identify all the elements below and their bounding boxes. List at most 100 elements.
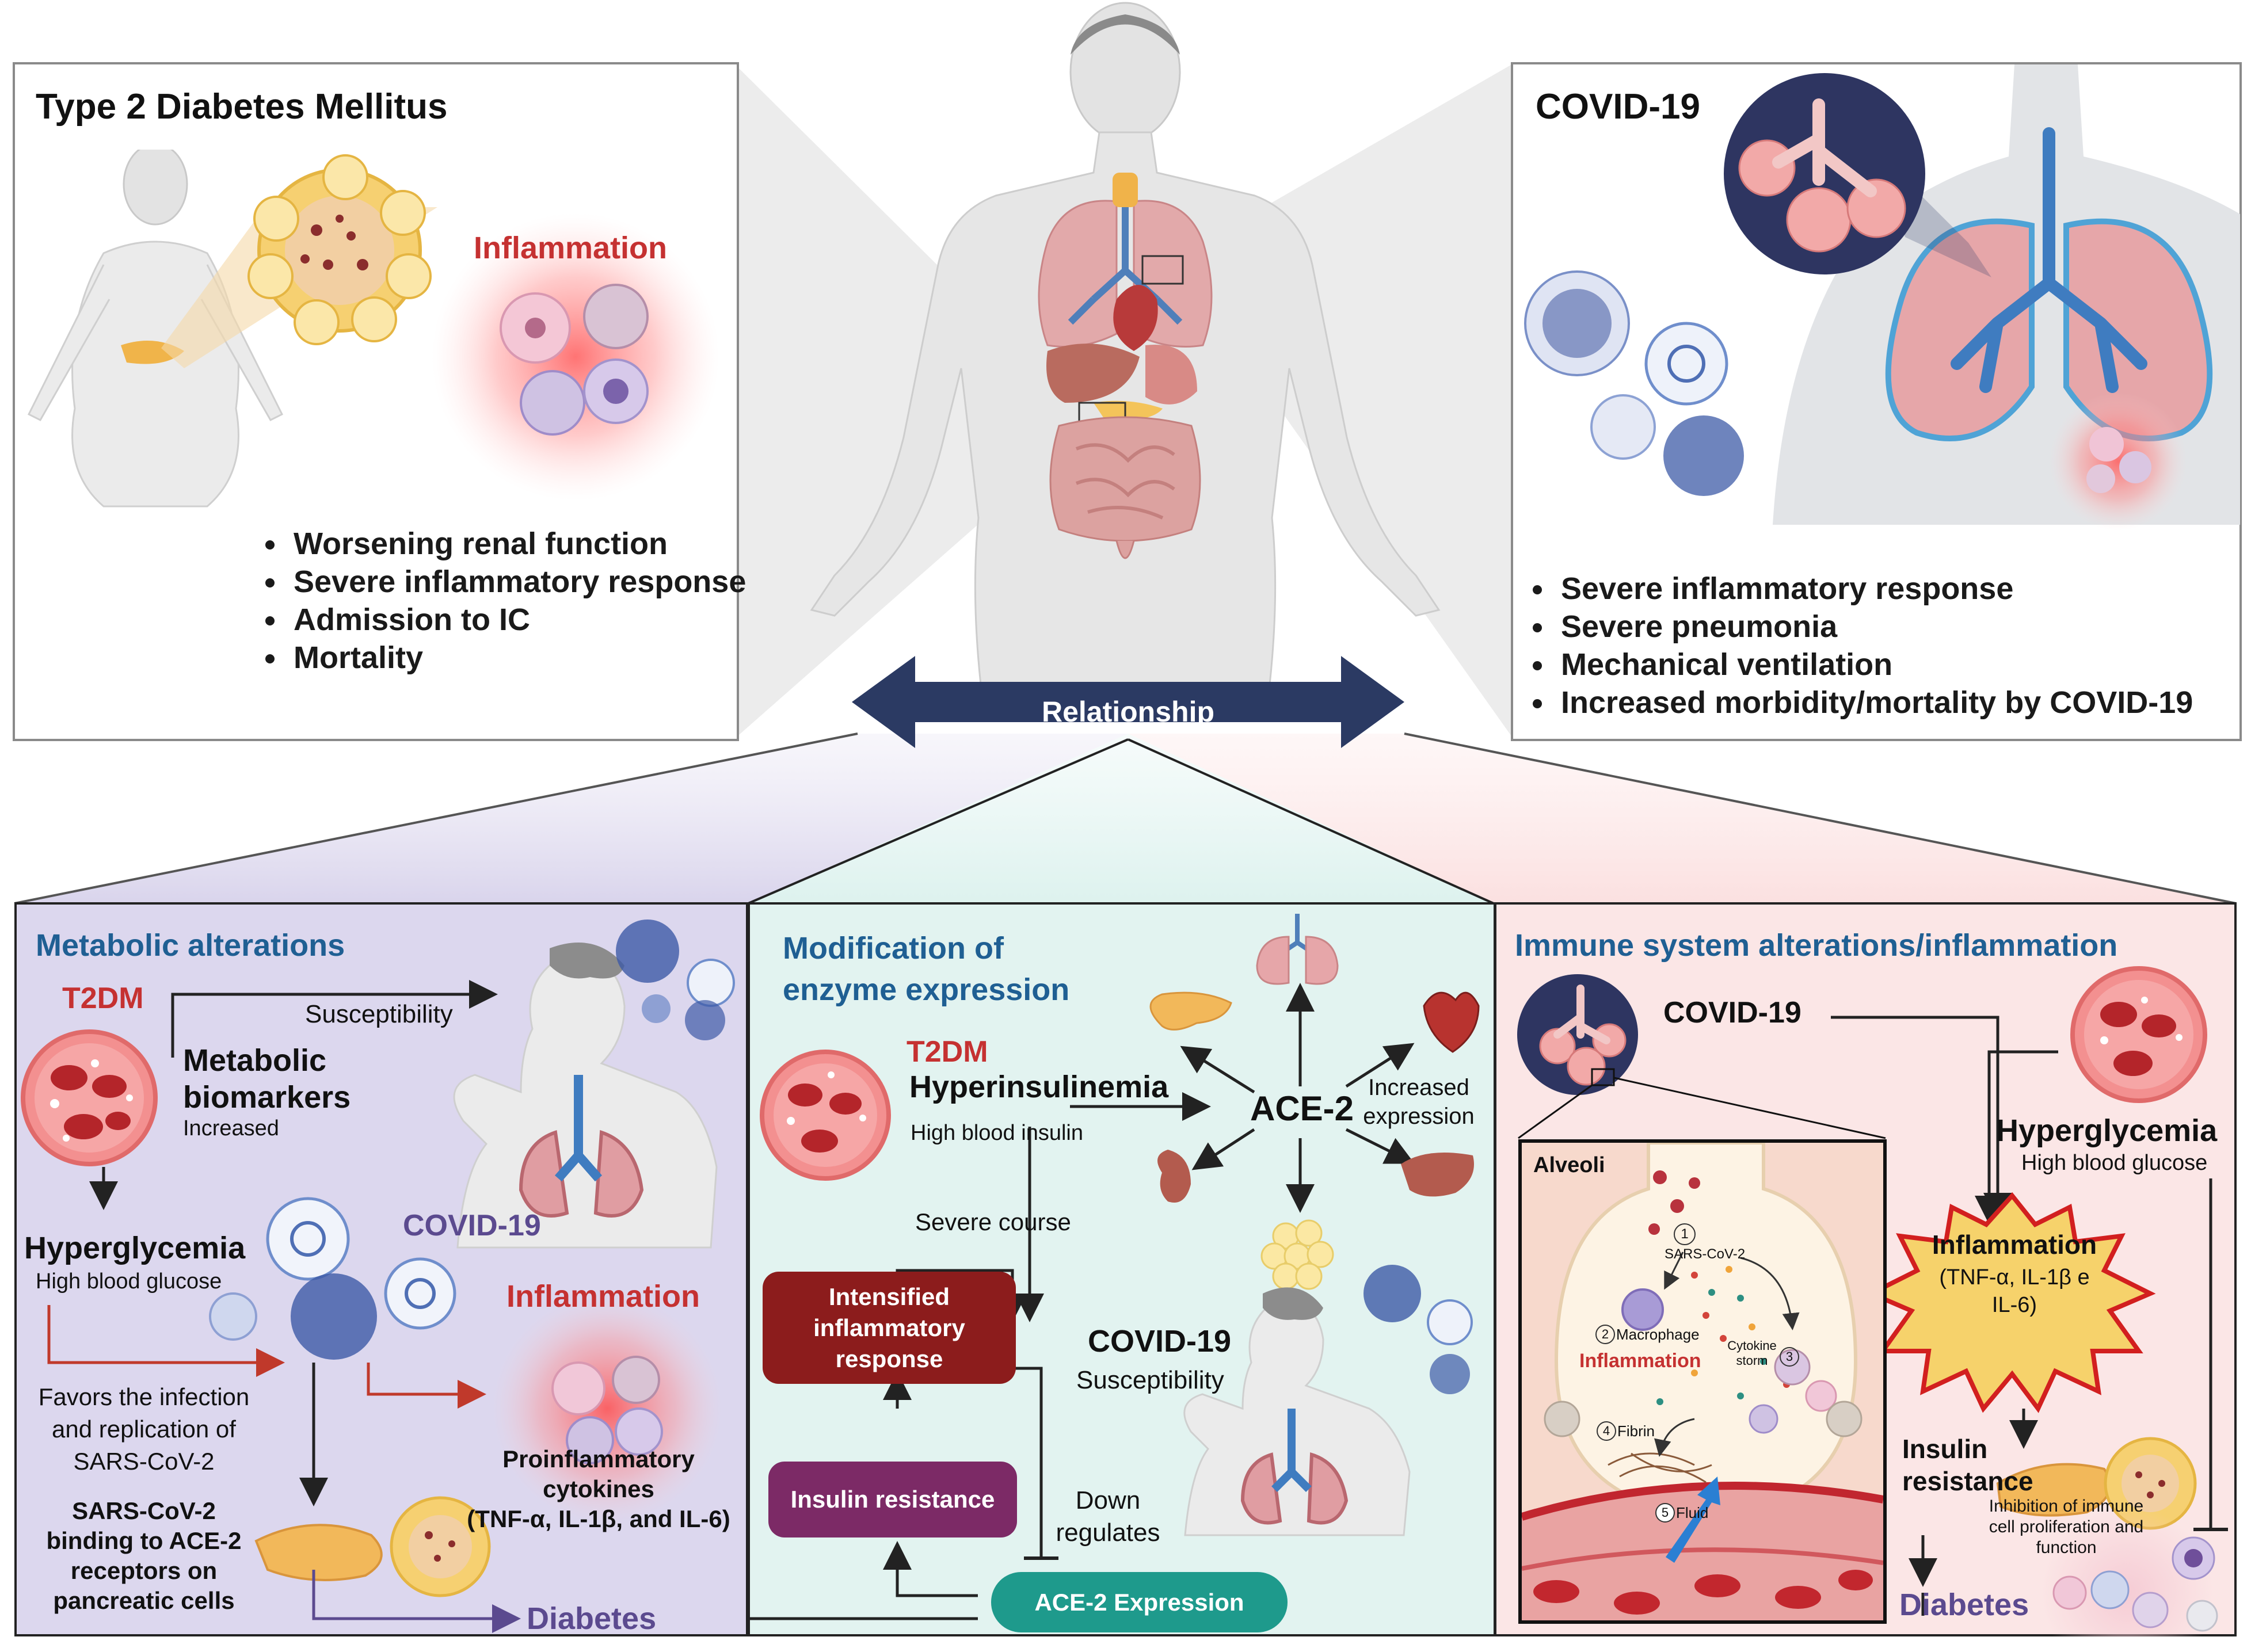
enzyme-title-line: enzyme expression bbox=[783, 972, 1070, 1007]
step-4-badge: 4 bbox=[1597, 1421, 1616, 1441]
ace2-label: ACE-2 bbox=[1250, 1089, 1354, 1128]
metabolic-binding-text: SARS-CoV-2 binding to ACE-2 receptors on… bbox=[23, 1496, 265, 1616]
down-regulates-line: Down bbox=[1075, 1486, 1141, 1514]
coughing-man bbox=[1183, 1298, 1411, 1536]
immune-diabetes-label: Diabetes bbox=[1899, 1588, 2029, 1622]
lung-icon bbox=[1256, 914, 1339, 985]
metabolic-binding-line: binding to ACE-2 bbox=[46, 1527, 242, 1554]
metabolic-susceptibility-label: Susceptibility bbox=[305, 1000, 453, 1028]
metabolic-graphics bbox=[21, 920, 735, 1633]
intensified-line: response bbox=[835, 1345, 943, 1372]
intensified-line: inflammatory bbox=[813, 1314, 965, 1341]
metabolic-inflammation-label: Inflammation bbox=[506, 1279, 700, 1314]
purple-fan bbox=[14, 734, 1128, 903]
immune-cytokines-label: (TNF-α, IL-1β e IL-6) bbox=[1899, 1264, 2130, 1319]
macrophage bbox=[1621, 1288, 1664, 1331]
immune-covid-label: COVID-19 bbox=[1663, 996, 1801, 1029]
metabolic-covid-label: COVID-19 bbox=[403, 1209, 541, 1242]
metabolic-increased-label: Increased bbox=[183, 1116, 279, 1140]
coughing-man bbox=[453, 953, 718, 1249]
teal-fan bbox=[748, 734, 1494, 903]
cytokine-storm-line: storm bbox=[1736, 1353, 1768, 1368]
metabolic-binding-line: pancreatic cells bbox=[53, 1587, 235, 1614]
liver-icon bbox=[1401, 1153, 1474, 1197]
covid-bullet: Severe pneumonia bbox=[1555, 608, 2251, 646]
t2dm-inflammation-label: Inflammation bbox=[474, 231, 668, 265]
hair bbox=[1071, 14, 1180, 55]
covid-bullet: Mechanical ventilation bbox=[1555, 646, 2251, 684]
adipose-tissue-icon bbox=[1260, 1219, 1334, 1290]
enzyme-t2dm-label: T2DM bbox=[907, 1035, 988, 1069]
sars-cov-2-particles bbox=[1648, 1170, 1700, 1235]
fluid-arrow bbox=[1666, 1477, 1720, 1563]
left-lung bbox=[1885, 218, 2035, 441]
enzyme-high-insulin-label: High blood insulin bbox=[911, 1121, 1083, 1145]
alveoli-inflammation-label: Inflammation bbox=[1579, 1350, 1701, 1372]
left-connector-fan bbox=[734, 63, 1076, 739]
intensified-line: Intensified bbox=[828, 1283, 950, 1310]
metabolic-binding-line: receptors on bbox=[70, 1557, 218, 1584]
metabolic-biomarkers-line2: biomarkers bbox=[183, 1080, 351, 1115]
t2dm-bullet: Worsening renal function bbox=[288, 525, 760, 563]
enzyme-covid-label: COVID-19 bbox=[1088, 1324, 1232, 1359]
thyroid bbox=[1113, 173, 1138, 207]
covid-panel-title: COVID-19 bbox=[1536, 87, 1700, 127]
human-body-figure bbox=[810, 2, 1441, 714]
immune-insulin-resistance-label: Insulin resistance bbox=[1902, 1433, 2033, 1497]
t2dm-bullet: Mortality bbox=[288, 639, 760, 677]
cytokine-storm-label: Cytokine storm bbox=[1717, 1338, 1787, 1368]
step-3-badge: 3 bbox=[1780, 1347, 1799, 1367]
relationship-arrow bbox=[852, 656, 1404, 748]
step-2-badge: 2 bbox=[1595, 1325, 1615, 1344]
enzyme-susceptibility-label: Susceptibility bbox=[1076, 1366, 1224, 1394]
immune-inflammation-label: Inflammation bbox=[1932, 1230, 2097, 1260]
metabolic-proinfl-line: Proinflammatory bbox=[502, 1445, 695, 1472]
t2dm-panel-title: Type 2 Diabetes Mellitus bbox=[36, 87, 448, 127]
immune-hyperglycemia-label: Hyperglycemia bbox=[1996, 1113, 2218, 1148]
metabolic-proinfl-line: (TNF-α, IL-1β, and IL-6) bbox=[467, 1505, 730, 1532]
inflammation-glow bbox=[492, 1294, 722, 1524]
metabolic-high-glucose-label: High blood glucose bbox=[36, 1269, 222, 1294]
immune-inhibition-line: Inhibition of immune bbox=[1989, 1497, 2144, 1516]
stomach bbox=[1145, 345, 1197, 405]
covid-bullet: Severe inflammatory response bbox=[1555, 570, 2251, 608]
metabolic-t2dm-label: T2DM bbox=[62, 982, 144, 1015]
increased-expression-line: expression bbox=[1363, 1104, 1475, 1129]
immune-cells bbox=[551, 1356, 663, 1464]
bronchial-tree bbox=[1951, 127, 2147, 393]
down-regulates-label: Down regulates bbox=[1036, 1485, 1180, 1549]
enzyme-graphics bbox=[748, 914, 1480, 1620]
enzyme-title: Modification of enzyme expression bbox=[783, 928, 1069, 1010]
pancreas-icon bbox=[1149, 991, 1232, 1031]
fluid-label: Fluid bbox=[1676, 1504, 1709, 1521]
immune-insulin-line: resistance bbox=[1902, 1466, 2033, 1496]
virus-particles bbox=[209, 1197, 456, 1360]
lung-zoom-box bbox=[1141, 255, 1184, 285]
virus-cluster bbox=[616, 920, 735, 1040]
severe-course-label: Severe course bbox=[915, 1208, 1071, 1235]
metabolic-biomarkers-line1: Metabolic bbox=[183, 1043, 327, 1078]
increased-expression-label: Increased expression bbox=[1355, 1073, 1482, 1131]
macrophage-label: Macrophage bbox=[1616, 1326, 1700, 1343]
metabolic-binding-line: SARS-CoV-2 bbox=[72, 1497, 216, 1524]
metabolic-favors-line: SARS-CoV-2 bbox=[73, 1448, 215, 1475]
t2dm-illustration bbox=[27, 150, 719, 508]
immune-title: Immune system alterations/inflammation bbox=[1515, 928, 2118, 963]
ace2-expression-box: ACE-2 Expression bbox=[991, 1572, 1288, 1632]
immune-inhibition-label: Inhibition of immune cell proliferation … bbox=[1945, 1496, 2187, 1558]
relationship-label: Relationship bbox=[1041, 696, 1215, 728]
immune-cytokines-line: (TNF-α, IL-1β e bbox=[1939, 1265, 2090, 1289]
step-1-badge: 1 bbox=[1674, 1223, 1696, 1245]
covid-bullet: Increased morbidity/mortality by COVID-1… bbox=[1555, 684, 2251, 722]
t2dm-bullet: Admission to IC bbox=[288, 601, 760, 639]
virus-cluster bbox=[1363, 1265, 1473, 1394]
metabolic-proinfl-line: cytokines bbox=[543, 1475, 654, 1502]
metabolic-favors-line: Favors the infection bbox=[38, 1383, 250, 1410]
metabolic-favors-text: Favors the infection and replication of … bbox=[23, 1381, 265, 1478]
cytokine-dots bbox=[1656, 1266, 1790, 1405]
heart bbox=[1113, 285, 1158, 351]
metabolic-hyperglycemia-label: Hyperglycemia bbox=[24, 1231, 246, 1265]
liver bbox=[1046, 344, 1140, 403]
alveoli-inset: Alveoli 1 SARS-CoV-2 2 Macrophage Inflam… bbox=[1518, 1139, 1887, 1624]
covid-bullet-emphasis: COVID-19 bbox=[2050, 685, 2193, 720]
